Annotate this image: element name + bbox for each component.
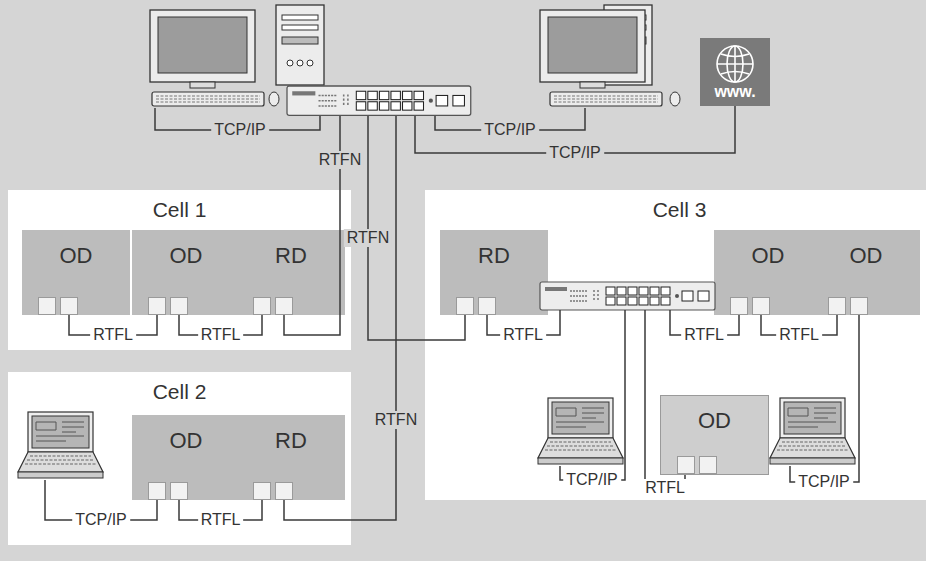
network-port [752, 297, 770, 315]
network-port [677, 456, 695, 474]
device-box: OD [132, 415, 240, 500]
protocol-label: RTFL [681, 326, 727, 344]
protocol-label: TCP/IP [546, 144, 604, 162]
device-label: OD [132, 428, 240, 453]
network-port [170, 297, 188, 315]
device-label: OD [22, 243, 130, 268]
protocol-label: TCP/IP [563, 471, 621, 489]
network-port [850, 297, 868, 315]
computer-left [150, 5, 324, 106]
device-label: OD [714, 243, 822, 268]
protocol-label: RTFL [90, 326, 136, 344]
network-port [275, 297, 293, 315]
protocol-label: TCP/IP [72, 511, 130, 529]
network-port [699, 456, 717, 474]
protocol-label: RTFN [344, 229, 392, 247]
device-box: OD [132, 230, 240, 315]
computer-right [540, 5, 680, 106]
device-box: OD [660, 395, 769, 475]
network-port [828, 297, 846, 315]
wires [45, 106, 859, 520]
network-port [456, 297, 474, 315]
device-box: OD [22, 230, 130, 315]
device-box: RD [237, 230, 345, 315]
cell-title: Cell 1 [8, 198, 351, 222]
protocol-label: RTFL [500, 326, 546, 344]
device-label: OD [812, 243, 920, 268]
protocol-label: RTFN [316, 151, 364, 169]
cell-title: Cell 3 [425, 198, 926, 222]
cell-region: Cell 1ODODRD [8, 190, 351, 350]
protocol-label: TCP/IP [211, 121, 269, 139]
internet-box: www. [700, 38, 770, 106]
laptop [538, 398, 623, 464]
protocol-label: RTFL [198, 511, 244, 529]
internet-label: www. [714, 83, 755, 101]
device-box: OD [812, 230, 920, 315]
protocol-label: TCP/IP [481, 121, 539, 139]
network-switch [540, 282, 715, 310]
device-label: RD [440, 243, 548, 268]
network-port [275, 482, 293, 500]
protocol-label: RTFN [372, 411, 420, 429]
device-label: OD [132, 243, 240, 268]
network-port [253, 482, 271, 500]
cell-region: Cell 2 ODRD [8, 372, 351, 545]
protocol-label: TCP/IP [795, 473, 853, 491]
device-label: OD [661, 408, 768, 433]
protocol-label: RTFL [776, 326, 822, 344]
network-port [60, 297, 78, 315]
protocol-label: RTFL [198, 326, 244, 344]
device-label: RD [237, 243, 345, 268]
globe-icon [700, 41, 770, 87]
network-port [148, 482, 166, 500]
protocol-label: RTFL [642, 479, 688, 497]
network-port [253, 297, 271, 315]
laptop [18, 412, 103, 478]
network-switch [287, 86, 471, 115]
cell-region: Cell 3RDODODOD [425, 190, 926, 500]
device-label: RD [237, 428, 345, 453]
network-port [170, 482, 188, 500]
network-port [730, 297, 748, 315]
device-box: RD [440, 230, 548, 315]
cell-title: Cell 2 [8, 380, 351, 404]
device-box: RD [237, 415, 345, 500]
network-port [478, 297, 496, 315]
network-port [148, 297, 166, 315]
device-box: OD [714, 230, 822, 315]
laptop [770, 398, 855, 464]
network-port [38, 297, 56, 315]
